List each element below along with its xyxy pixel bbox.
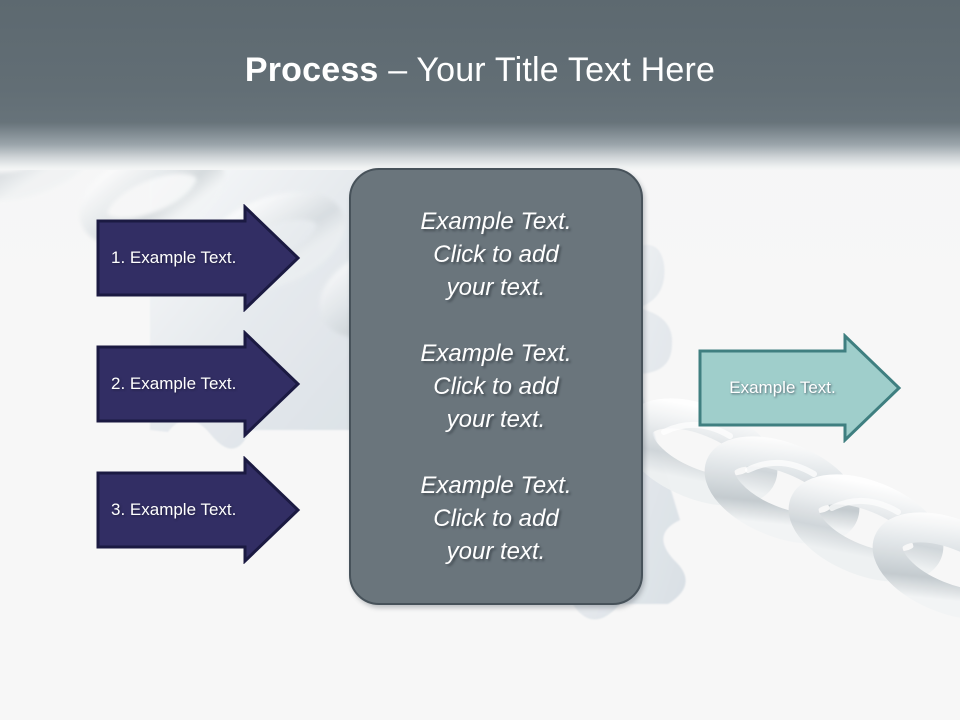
page-title: Process – Your Title Text Here: [0, 48, 960, 92]
content-panel[interactable]: Example Text. Click to add your text. Ex…: [349, 168, 643, 605]
process-arrow-2[interactable]: 2. Example Text.: [95, 330, 301, 438]
arrow-shape-outcome: [698, 333, 902, 443]
content-block-2: Example Text. Click to add your text.: [420, 339, 572, 433]
content-block-3: Example Text. Click to add your text.: [420, 472, 572, 566]
process-arrow-3[interactable]: 3. Example Text.: [95, 456, 301, 564]
process-arrow-1-label: 1. Example Text.: [111, 248, 237, 267]
arrow-shape-2: [96, 330, 301, 438]
process-arrow-2-label: 2. Example Text.: [111, 374, 237, 393]
title-band: [0, 0, 960, 170]
process-arrow-3-label: 3. Example Text.: [111, 500, 237, 519]
outcome-arrow-label: Example Text.: [729, 378, 836, 397]
outcome-arrow[interactable]: Example Text.: [697, 333, 902, 443]
arrow-shape-1: [96, 204, 301, 312]
chain-lower-right: [622, 398, 960, 620]
process-arrow-1[interactable]: 1. Example Text.: [95, 204, 301, 312]
page-title-bold: Process: [244, 51, 379, 89]
page-title-rest: – Your Title Text Here: [378, 51, 716, 89]
arrow-shape-3: [96, 456, 301, 564]
content-block-1: Example Text. Click to add your text.: [420, 207, 572, 301]
